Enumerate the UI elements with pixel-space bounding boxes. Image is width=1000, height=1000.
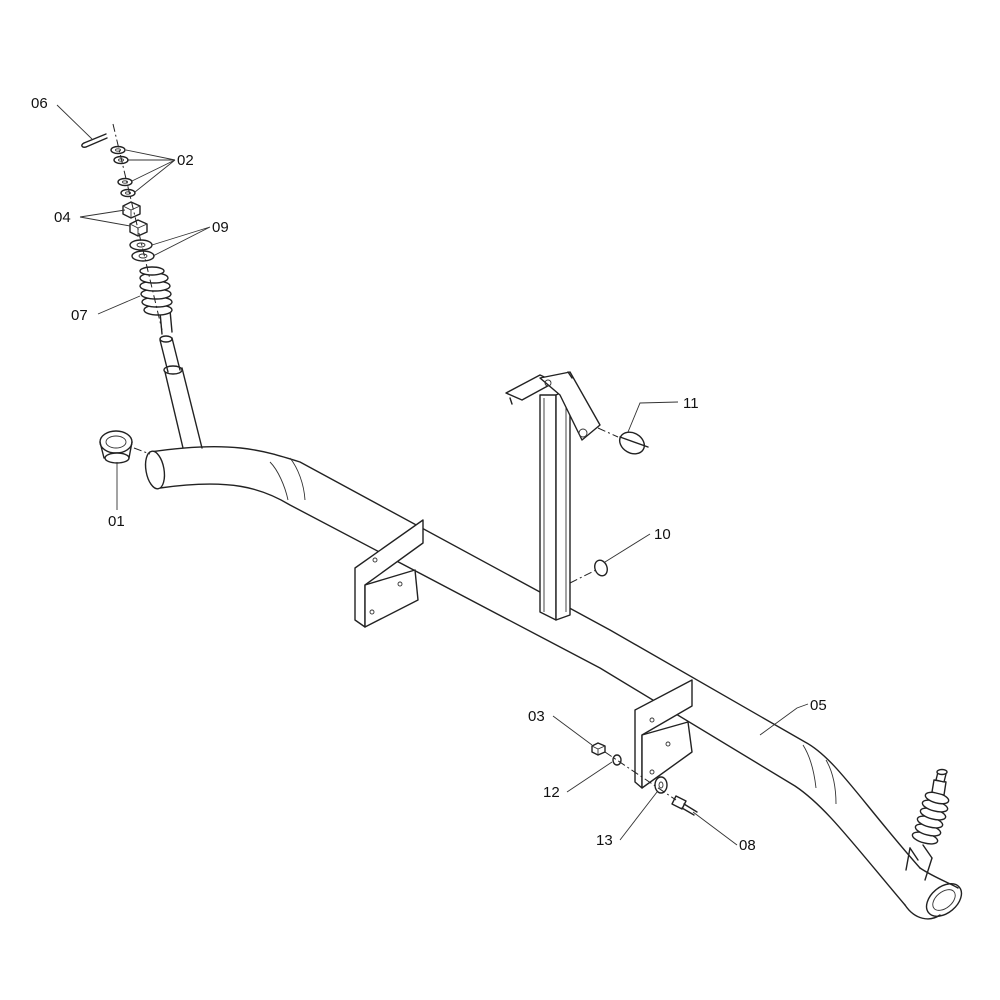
callout-03: 03 (528, 708, 545, 725)
callout-06: 06 (31, 95, 48, 112)
right-mounting-bracket (634, 679, 693, 789)
callout-05: 05 (810, 697, 827, 714)
washer-12 (612, 754, 622, 766)
right-spindle (905, 844, 933, 881)
washer-09 (129, 239, 155, 262)
callout-04: 04 (54, 209, 71, 226)
washer-02 (110, 145, 136, 198)
callout-01: 01 (108, 513, 125, 530)
callout-08: 08 (739, 837, 756, 854)
cotter-pin-06 (81, 133, 108, 148)
nut-04 (122, 201, 148, 237)
callout-labels: 06 02 04 09 07 01 11 10 05 03 12 13 08 (31, 95, 827, 854)
callout-11: 11 (683, 395, 699, 412)
washer-13 (654, 776, 668, 794)
bushing-icon (99, 430, 133, 464)
leader-lines (56, 104, 809, 846)
right-coil-spring (911, 768, 950, 845)
fastener-axis (604, 751, 677, 801)
callout-07: 07 (71, 307, 88, 324)
coil-spring-icon (139, 266, 173, 316)
bushing-axis (133, 447, 151, 455)
left-spindle-post (159, 309, 203, 449)
nut-03 (591, 742, 606, 756)
left-mounting-bracket (354, 519, 424, 628)
callout-10: 10 (654, 526, 671, 543)
ring-axis-10 (569, 569, 597, 584)
lynch-pin-11 (618, 431, 649, 455)
callout-13: 13 (596, 832, 613, 849)
axle-frame (144, 445, 963, 920)
pin-axis-11 (597, 427, 619, 438)
assembly-axis (112, 123, 163, 331)
callout-12: 12 (543, 784, 560, 801)
callout-02: 02 (177, 152, 194, 169)
ring-10 (594, 559, 608, 577)
callout-09: 09 (212, 219, 229, 236)
center-vertical-post (505, 371, 601, 621)
